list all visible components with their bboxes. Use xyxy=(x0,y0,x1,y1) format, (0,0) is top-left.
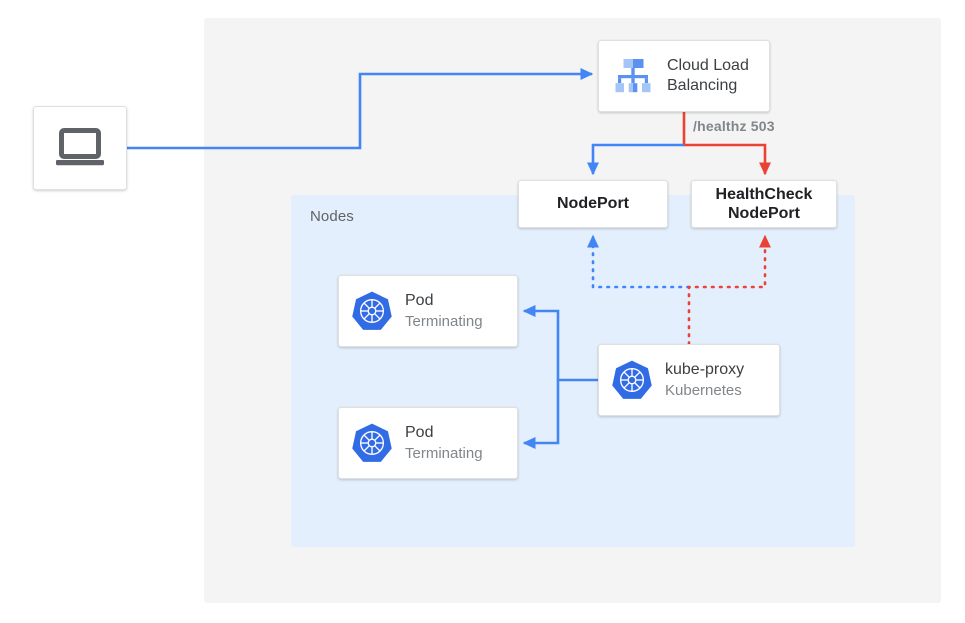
clb-title-line-1: Cloud Load xyxy=(667,56,749,74)
pod-node-1[interactable]: Pod Terminating xyxy=(338,275,518,347)
healthcheck-label-line-1: HealthCheck xyxy=(715,185,813,203)
pod-node-2[interactable]: Pod Terminating xyxy=(338,407,518,479)
nodeport-label: NodePort xyxy=(557,195,629,213)
kube-proxy-label: kube-proxy Kubernetes xyxy=(665,360,744,400)
client-node[interactable] xyxy=(33,106,127,190)
pod-1-title: Pod xyxy=(405,292,434,310)
pod-2-label: Pod Terminating xyxy=(405,423,483,463)
kubernetes-icon xyxy=(351,290,393,332)
nodes-region-label: Nodes xyxy=(310,208,354,225)
pod-2-status: Terminating xyxy=(405,444,483,462)
healthz-edge-label: /healthz 503 xyxy=(693,118,775,134)
cloud-load-balancing-label: Cloud Load Balancing xyxy=(667,56,749,97)
kube-proxy-subtitle: Kubernetes xyxy=(665,381,742,399)
healthcheck-label-line-2: NodePort xyxy=(727,205,800,222)
clb-title-line-2: Balancing xyxy=(667,77,738,94)
kubernetes-icon xyxy=(351,422,393,464)
laptop-icon xyxy=(55,127,105,169)
pod-1-status: Terminating xyxy=(405,312,483,330)
cloud-load-balancing-icon xyxy=(609,52,657,100)
nodeport-node[interactable]: NodePort xyxy=(518,180,668,228)
kube-proxy-title: kube-proxy xyxy=(665,361,745,379)
healthcheck-nodeport-node[interactable]: HealthCheck NodePort xyxy=(691,180,837,228)
pod-1-label: Pod Terminating xyxy=(405,291,483,331)
cloud-load-balancing-node[interactable]: Cloud Load Balancing xyxy=(598,40,770,112)
kubernetes-icon xyxy=(611,359,653,401)
kube-proxy-node[interactable]: kube-proxy Kubernetes xyxy=(598,344,780,416)
healthcheck-nodeport-label: HealthCheck NodePort xyxy=(716,185,813,223)
pod-2-title: Pod xyxy=(405,424,434,442)
